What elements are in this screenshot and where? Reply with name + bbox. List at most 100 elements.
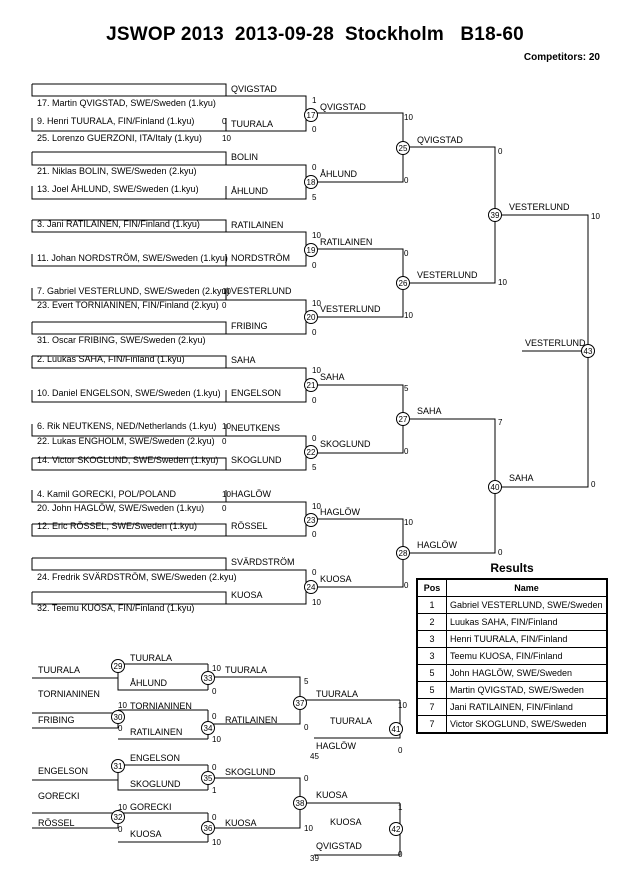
match-number-circle — [396, 276, 410, 290]
results-name: John HAGLÖW, SWE/Sweden — [446, 664, 608, 682]
entry-box — [31, 151, 227, 166]
match-number: 17 — [307, 111, 316, 120]
entry-box — [31, 390, 227, 403]
repechage-bottom-score: 1 — [212, 786, 217, 795]
entry-score: 10 — [222, 422, 231, 431]
competitor-entry: 31. Oscar FRIBING, SWE/Sweden (2.kyu) — [37, 335, 206, 345]
match-winner: KUOSA — [320, 574, 352, 584]
results-title: Results — [490, 561, 534, 575]
results-pos: 3 — [416, 647, 447, 665]
match-number: 35 — [204, 774, 213, 783]
repechage-top-score: 10 — [212, 664, 221, 673]
match-number-circle — [488, 208, 502, 222]
repechage-winner: TORNIANINEN — [130, 701, 192, 711]
repechage-competitor: GORECKI — [38, 791, 80, 801]
match-winner: SKOGLUND — [320, 439, 371, 449]
match-bottom-score: 10 — [404, 311, 413, 320]
entry-score: 0 — [222, 437, 227, 446]
match-number-circle — [293, 796, 307, 810]
match-top-score: 7 — [498, 418, 503, 427]
bracket-label: ÅHLUND — [231, 186, 269, 196]
entry-box — [31, 118, 227, 132]
match-winner: VESTERLUND — [525, 338, 586, 348]
entry-box — [31, 557, 227, 571]
results-pos: 5 — [416, 664, 447, 682]
bracket-label: ENGELSON — [231, 388, 281, 398]
bracket-label: FRIBING — [231, 321, 268, 331]
match-number: 42 — [392, 825, 401, 834]
match-number-circle — [304, 580, 318, 594]
repechage-competitor: RATILAINEN — [130, 727, 182, 737]
entry-box — [31, 83, 227, 97]
match-number: 41 — [392, 725, 401, 734]
repechage-top-score: 0 — [212, 763, 217, 772]
match-number: 20 — [307, 313, 316, 322]
match-number-circle — [304, 513, 318, 527]
match-bottom-score: 0 — [404, 581, 409, 590]
match-top-score: 10 — [312, 231, 321, 240]
match-number-circle — [201, 671, 215, 685]
match-top-score: 1 — [312, 96, 317, 105]
repechage-bottom-score: 0 — [304, 723, 309, 732]
competitor-entry: 6. Rik NEUTKENS, NED/Netherlands (1.kyu) — [37, 421, 217, 431]
competitor-entry: 17. Martin QVIGSTAD, SWE/Sweden (1.kyu) — [37, 98, 216, 108]
results-name: Jani RATILAINEN, FIN/Finland — [446, 698, 608, 716]
bracket-label: SAHA — [231, 355, 256, 365]
competitor-entry: 10. Daniel ENGELSON, SWE/Sweden (1.kyu) — [37, 388, 221, 398]
repechage-competitor: SKOGLUND — [130, 779, 181, 789]
repechage-top-score: 0 — [304, 774, 309, 783]
repechage-competitor: HAGLÖW — [316, 741, 357, 751]
repechage-bottom-score: 0 — [118, 724, 123, 733]
match-number: 33 — [204, 674, 213, 683]
repechage-winner: TUURALA — [316, 689, 358, 699]
match-number: 39 — [491, 211, 500, 220]
competitors-count: Competitors: 20 — [523, 52, 600, 63]
repechage-competitor: TUURALA — [38, 665, 80, 675]
results-header-row: Pos Name — [416, 578, 608, 597]
match-winner: QVIGSTAD — [320, 102, 366, 112]
match-number: 36 — [204, 824, 213, 833]
competitor-entry: 21. Niklas BOLIN, SWE/Sweden (2.kyu) — [37, 166, 197, 176]
repechage-bottom-score: 10 — [212, 735, 221, 744]
match-number-circle — [201, 721, 215, 735]
competitor-entry: 3. Jani RATILAINEN, FIN/Finland (1.kyu) — [37, 219, 200, 229]
competitor-entry: 14. Victor SKOGLUND, SWE/Sweden (1.kyu) — [37, 455, 218, 465]
match-number: 37 — [296, 699, 305, 708]
bracket-label: RATILAINEN — [231, 220, 283, 230]
match-bottom-score: 10 — [312, 598, 321, 607]
repechage-top-score: 10 — [398, 701, 407, 710]
match-number: 26 — [399, 279, 408, 288]
results-col-pos: Pos — [416, 578, 447, 597]
match-number-circle — [396, 141, 410, 155]
repechage-winner: GORECKI — [130, 802, 172, 812]
entry-score: 10 — [222, 134, 231, 143]
match-winner: VESTERLUND — [320, 304, 381, 314]
competitor-entry: 24. Fredrik SVÄRDSTRÖM, SWE/Sweden (2.ky… — [37, 572, 237, 582]
match-number: 25 — [399, 144, 408, 153]
repechage-competitor: FRIBING — [38, 715, 75, 725]
match-winner: HAGLÖW — [417, 540, 458, 550]
match-number: 27 — [399, 415, 408, 424]
entry-score: 10 — [222, 287, 231, 296]
match-winner: VESTERLUND — [509, 202, 570, 212]
results-name: Victor SKOGLUND, SWE/Sweden — [446, 715, 608, 734]
match-top-score: 0 — [404, 249, 409, 258]
match-number-circle — [304, 445, 318, 459]
match-top-score: 0 — [498, 147, 503, 156]
match-bottom-score: 0 — [404, 447, 409, 456]
match-bottom-score: 0 — [591, 480, 596, 489]
match-number-circle — [389, 822, 403, 836]
competitor-entry: 11. Johan NORDSTRÖM, SWE/Sweden (1.kyu) — [37, 253, 228, 263]
repechage-top-score: 10 — [118, 803, 127, 812]
results-name: Martin QVIGSTAD, SWE/Sweden — [446, 681, 608, 699]
competitor-entry: 20. John HAGLÖW, SWE/Sweden (1.kyu) — [37, 503, 204, 513]
bracket-label: HAGLÖW — [231, 489, 272, 499]
bracket-label: SVÄRDSTRÖM — [231, 557, 295, 567]
repechage-note: 39 — [310, 854, 319, 863]
match-number-circle — [111, 659, 125, 673]
match-winner: VESTERLUND — [417, 270, 478, 280]
